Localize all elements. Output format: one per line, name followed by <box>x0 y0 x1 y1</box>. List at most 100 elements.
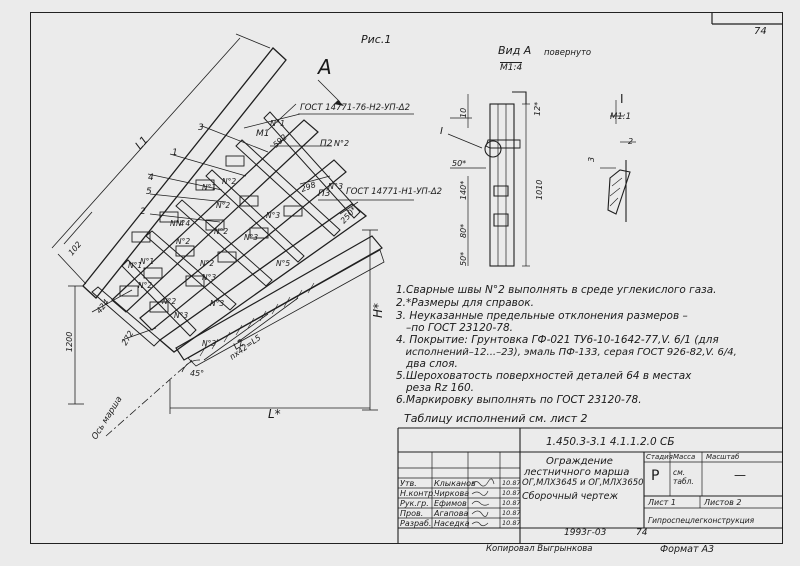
role: Утв. <box>400 479 417 488</box>
part-label: N°2 <box>214 227 228 236</box>
note-line: 2.*Размеры для справок. <box>396 297 534 309</box>
organization: Гипроспецлегконструкция <box>648 516 755 525</box>
stage-value: Р <box>651 468 660 484</box>
note-line: 3. Неуказанные предельные отклонения раз… <box>396 310 688 322</box>
footer-number: 74 <box>636 528 648 538</box>
scale-value: — <box>734 468 746 482</box>
part-label: N°2 <box>162 297 176 306</box>
section-ref: I <box>440 126 443 137</box>
gost-label-1: ГОСТ 14771-76-Н2-УП-Δ2 <box>300 103 410 113</box>
surname: Клыканов <box>434 479 476 488</box>
head-stage: Стадия <box>646 453 673 461</box>
note-line: реза Rz 160. <box>396 382 475 394</box>
dim-592: 592 <box>271 133 288 150</box>
doc-type: Сборочный чертеж <box>522 491 619 502</box>
role: Разраб. <box>400 519 432 528</box>
label-n1-top: N°1 <box>270 119 285 128</box>
surname: Агапова <box>434 509 469 518</box>
part-label: N°1 <box>202 183 216 192</box>
designation: 1.450.3-3.1 4.1.1.2.0 СБ <box>546 436 675 448</box>
surname: Ефимов <box>434 499 467 508</box>
title-name-2: лестничного марша <box>524 467 630 478</box>
part-label: N°4 <box>176 219 190 228</box>
sign-date: 10.87 <box>502 509 521 517</box>
sign-date: 10.87 <box>502 489 521 497</box>
table-reference: Таблицу исполнений см. лист 2 <box>404 412 588 425</box>
corner-number: 74 <box>754 26 767 37</box>
dim-298: 298 <box>300 180 317 194</box>
part-label: N°3 <box>202 273 216 282</box>
note-line: 1.Сварные швы N°2 выполнять в среде угле… <box>396 284 717 296</box>
role: Н.контр. <box>400 489 436 498</box>
dim-v140: 140* <box>459 181 468 200</box>
note-line: 4. Покрытие: Грунтовка ГФ-021 ТУ6-10-164… <box>396 334 719 346</box>
dim-v50b: 50* <box>459 252 468 266</box>
label-n2-top: N°2 <box>334 139 349 148</box>
dim-s2: 2 <box>628 137 633 146</box>
section-i-scale: М1:1 <box>610 112 632 122</box>
note-line: исполнений–12...–23), эмаль ПФ-133, сера… <box>396 347 737 358</box>
part-label: N°2 <box>138 281 152 290</box>
dim-v10: 10 <box>459 108 468 118</box>
drawing-frame <box>30 12 783 544</box>
view-letter: A <box>316 55 332 79</box>
mass-value: см. табл. <box>673 468 694 486</box>
sign-date: 10.87 <box>502 499 521 507</box>
leader-1: 3 <box>198 123 204 133</box>
part-label: N°3 <box>266 211 280 220</box>
surname: Наседка <box>434 519 470 528</box>
head-scale: Масштаб <box>706 453 740 461</box>
part-label: N°3 <box>210 299 224 308</box>
leader-3: 4 <box>148 173 154 183</box>
leader-5: 2 <box>140 207 146 217</box>
dim-v80: 80* <box>459 224 468 238</box>
leader-2: 1 <box>172 148 178 158</box>
part-label: N°2 <box>222 177 236 186</box>
dim-272: 272 <box>120 329 135 347</box>
note-line: два слоя. <box>396 358 458 370</box>
part-label: N°1 <box>140 257 154 266</box>
part-label: N°2 <box>216 201 230 210</box>
dim-250: 250* <box>339 205 359 225</box>
part-label: N°2 <box>200 259 214 268</box>
dim-102: 102 <box>67 240 84 257</box>
dim-s3: 3 <box>587 157 596 162</box>
note-line: 6.Маркировку выполнять по ГОСТ 23120-78. <box>396 394 642 406</box>
part-label: N°4 <box>170 219 184 228</box>
paper-format: Формат А3 <box>660 544 715 555</box>
dim-1200: 1200 <box>65 332 74 352</box>
dim-v12: 12* <box>533 102 542 116</box>
part-label: N°1 <box>128 261 142 270</box>
leader-4: 5 <box>146 187 152 197</box>
note-line: 5.Шероховатость поверхностей деталей 64 … <box>396 370 692 382</box>
view-a-title: Вид А <box>498 44 532 57</box>
title-name-1: Ограждение <box>546 456 613 467</box>
copied-by: Копировал Выгрынкова <box>486 544 593 554</box>
label-l-star: L* <box>268 407 281 421</box>
role: Пров. <box>400 509 424 518</box>
section-i-title: I <box>620 92 624 106</box>
dim-v50: 50* <box>452 159 466 168</box>
part-label: N°2 <box>176 237 190 246</box>
label-m1: М1 <box>256 129 270 139</box>
note-line: –по ГОСТ 23120-78. <box>396 322 513 334</box>
part-label: N°3 <box>202 339 216 348</box>
label-p3: П3 <box>318 189 331 199</box>
gost-label-2: ГОСТ 14771-Н1-УП-Δ2 <box>346 187 442 197</box>
title-name-3: ОГ,МЛХ3645 и ОГ,МЛХ3650 <box>522 478 644 488</box>
footer-date: 1993г-03 <box>564 528 607 538</box>
part-label: N°3 <box>244 233 258 242</box>
part-label: N°5 <box>276 259 290 268</box>
sign-date: 10.87 <box>502 479 521 487</box>
surname: Чиркова <box>434 489 470 498</box>
figure-title: Рис.1 <box>361 33 391 46</box>
label-n3-top: N°3 <box>328 182 343 191</box>
sheet-number: Лист 1 <box>648 498 676 507</box>
label-h-star: H* <box>371 303 385 318</box>
label-p2: П2 <box>320 139 333 149</box>
label-l1: L1 <box>133 134 151 152</box>
label-angle: 45° <box>190 369 204 378</box>
part-label: N°3 <box>174 311 188 320</box>
